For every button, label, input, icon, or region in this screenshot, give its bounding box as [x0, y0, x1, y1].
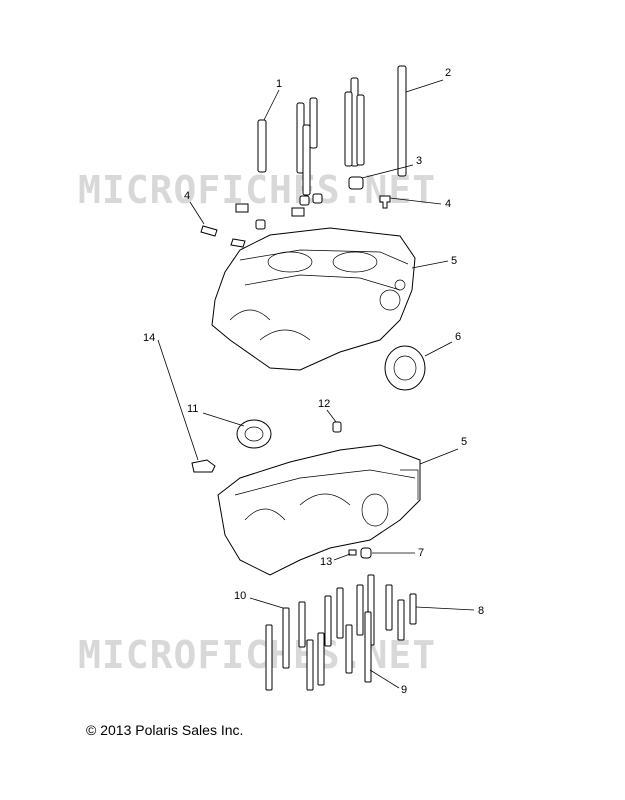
watermark-top: MICROFICHES.NET [78, 168, 436, 212]
callout-6: 6 [424, 331, 461, 357]
callout-3: 3 [361, 155, 422, 179]
callout-13: 13 [320, 553, 351, 568]
stud-group-2 [344, 65, 407, 177]
upper-crankcase-5 [211, 227, 416, 371]
callout-4-left: 4 [184, 190, 205, 225]
svg-text:10: 10 [234, 590, 246, 602]
callout-5-lower: 5 [419, 436, 467, 465]
svg-text:4: 4 [184, 190, 190, 202]
svg-text:6: 6 [455, 331, 461, 343]
stud-group-1 [257, 97, 318, 196]
callout-1: 1 [263, 78, 282, 121]
svg-text:4: 4 [445, 198, 451, 210]
svg-text:12: 12 [318, 398, 330, 410]
svg-text:9: 9 [401, 684, 407, 696]
svg-text:11: 11 [187, 403, 198, 415]
svg-text:5: 5 [451, 255, 457, 267]
callout-14: 14 [143, 332, 199, 461]
fittings-4-left [200, 193, 323, 248]
callout-12: 12 [318, 398, 337, 423]
svg-text:1: 1 [276, 78, 282, 90]
callout-8: 8 [415, 605, 484, 617]
svg-text:7: 7 [418, 547, 424, 559]
callout-7: 7 [372, 547, 424, 559]
sensor-14 [191, 459, 216, 473]
bolt-group [265, 574, 417, 691]
callout-9: 9 [369, 669, 407, 696]
svg-text:3: 3 [416, 155, 422, 167]
callout-11: 11 [187, 403, 245, 427]
plug-7 [360, 547, 372, 559]
svg-text:2: 2 [445, 67, 451, 79]
svg-text:5: 5 [461, 436, 467, 448]
callout-2: 2 [405, 67, 451, 93]
lower-crankcase-5 [217, 444, 421, 576]
seal-11 [236, 419, 272, 449]
callout-10: 10 [234, 590, 284, 609]
seal-6 [384, 345, 426, 391]
svg-text:14: 14 [143, 332, 155, 344]
dowel-3 [348, 176, 364, 190]
svg-text:8: 8 [478, 605, 484, 617]
dowel-12 [332, 421, 342, 433]
callout-4-right: 4 [389, 197, 451, 210]
callout-5-upper: 5 [411, 255, 457, 269]
copyright-notice: © 2013 Polaris Sales Inc. [86, 722, 244, 738]
fitting-13 [348, 549, 357, 556]
svg-text:13: 13 [320, 556, 332, 568]
watermark-bottom: MICROFICHES.NET [78, 633, 436, 677]
